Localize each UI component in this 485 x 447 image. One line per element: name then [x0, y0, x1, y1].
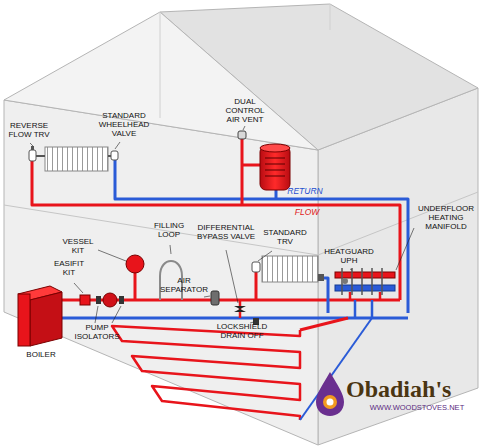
logo-text: Obadiah's [346, 376, 480, 402]
logo-url: WWW.WOODSTOVES.NET [358, 404, 476, 412]
flow-direction: FLOW [292, 208, 322, 217]
callout-label: BOILER [18, 351, 64, 360]
callout-label: DUAL CONTROL AIR VENT [220, 98, 270, 124]
underfloor-loops [112, 326, 300, 420]
lower-radiator [252, 256, 324, 282]
flow-direction: RETURN [285, 187, 325, 196]
callout-label: LOCKSHIELD DRAIN OFF [214, 323, 270, 341]
pump-and-fittings [80, 255, 259, 325]
hot-water-cylinder [238, 131, 290, 190]
callout-label: EASIFIT KIT [48, 260, 90, 278]
boiler [18, 286, 62, 346]
callout-label: STANDARD TRV [262, 229, 308, 247]
leader-lines [30, 126, 414, 323]
callout-label: DIFFERENTIAL BYPASS VALVE [192, 224, 260, 242]
upper-radiator [29, 146, 118, 171]
callout-label: AIR SEPARATOR [158, 277, 210, 295]
underfloor-pipe [112, 326, 300, 420]
callout-label: FILLING LOOP [148, 222, 190, 240]
underfloor-manifold [335, 268, 395, 295]
callout-label: HEATGUARD UPH [323, 248, 375, 266]
callout-label: VESSEL KIT [58, 238, 98, 256]
callout-label: UNDERFLOOR HEATING MANIFOLD [414, 205, 478, 231]
callout-label: STANDARD WHEELHEAD VALVE [96, 112, 152, 138]
logo-icon [316, 372, 344, 416]
callout-label: PUMP ISOLATORS [70, 324, 124, 342]
callout-label: REVERSE FLOW TRV [4, 122, 54, 140]
